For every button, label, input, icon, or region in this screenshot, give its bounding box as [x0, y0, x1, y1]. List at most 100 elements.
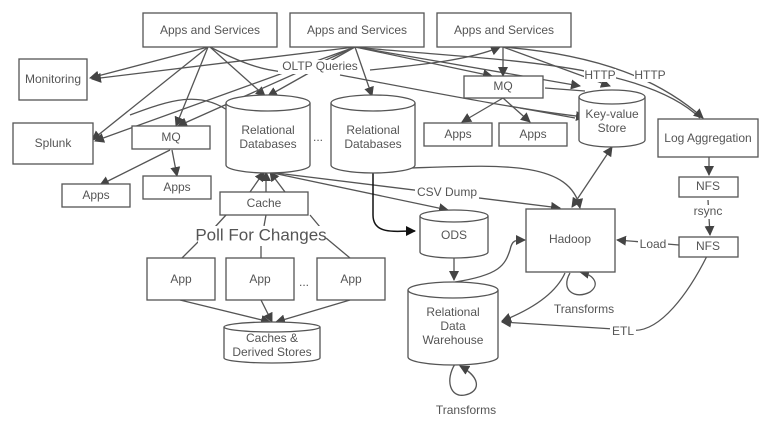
node-monitoring: Monitoring	[18, 58, 88, 101]
edge-hadoop-transforms	[566, 268, 596, 296]
node-ods: ODS	[419, 209, 489, 259]
node-label: ODS	[441, 228, 467, 242]
node-label-line-2: Derived Stores	[232, 345, 311, 359]
node-apps-services-3: Apps and Services	[436, 12, 572, 48]
label-etl: ETL	[612, 324, 634, 338]
edge-mq-as3	[369, 45, 501, 71]
node-label-line-1: Relational	[346, 123, 399, 137]
edge-app2-caches	[260, 299, 273, 323]
label-load: Load	[640, 237, 667, 251]
label-http-1: HTTP	[584, 68, 615, 82]
label-transforms-hadoop: Transforms	[554, 302, 614, 316]
node-apps-left-2: Apps	[142, 175, 212, 200]
node-label: App	[340, 272, 362, 286]
node-app-1: App	[146, 257, 216, 301]
edge-warehouse-transforms	[449, 363, 478, 396]
edge-apps-kv	[519, 107, 576, 119]
edge-mq-apps1	[99, 149, 171, 186]
node-label: NFS	[696, 239, 720, 253]
node-label: Apps and Services	[454, 23, 554, 37]
node-caches-derived-stores: Caches & Derived Stores	[223, 321, 321, 364]
node-apps-services-1: Apps and Services	[142, 12, 278, 48]
label-poll-for-changes: Poll For Changes	[195, 225, 326, 244]
node-label: App	[249, 272, 271, 286]
edge-reldb-ods	[267, 171, 449, 214]
node-apps-services-2: Apps and Services	[289, 12, 425, 48]
node-label: Apps and Services	[307, 23, 407, 37]
edge-warehouse-hadoop	[454, 235, 526, 283]
edge-app1-caches	[179, 299, 271, 325]
node-label-line-2: Databases	[344, 137, 401, 151]
node-label-line-2: Databases	[239, 137, 296, 151]
label-http-2: HTTP	[634, 68, 665, 82]
edge-mqr-apps1	[461, 97, 504, 123]
node-label: MQ	[493, 79, 512, 93]
edge-reldb2-ods	[372, 172, 416, 237]
node-relational-db-1: Relational Databases	[225, 94, 311, 174]
node-label: Log Aggregation	[664, 131, 751, 145]
node-label: Hadoop	[549, 232, 591, 246]
node-label: Apps	[519, 127, 546, 141]
node-relational-db-2: Relational Databases	[330, 94, 416, 174]
node-label: NFS	[696, 179, 720, 193]
edge-as1-monitoring	[89, 46, 209, 81]
node-nfs-1: NFS	[678, 176, 739, 198]
label-oltp-queries: OLTP Queries	[282, 59, 358, 73]
node-apps-right-2: Apps	[498, 122, 568, 147]
edge-as1-splunk	[91, 46, 209, 141]
db-ellipsis: ...	[313, 130, 323, 144]
node-mq-right: MQ	[463, 75, 544, 99]
edge-reldb-hadoop-csv	[267, 171, 561, 212]
node-hadoop: Hadoop	[525, 208, 616, 273]
edge-app3-caches	[275, 299, 351, 325]
node-label: Apps	[444, 127, 471, 141]
label-rsync: rsync	[694, 204, 723, 218]
edge-as2-mq-right	[354, 46, 493, 80]
node-app-2: App	[225, 257, 295, 301]
edge-cache-reldb-a	[249, 171, 265, 193]
node-label: Cache	[247, 196, 282, 210]
node-label: Apps	[82, 188, 109, 202]
edge-as1-reldb	[209, 46, 266, 97]
edge-poll-app3	[325, 237, 351, 259]
edge-poll-cache-b	[263, 214, 267, 227]
edge-as2-monitoring	[91, 46, 356, 83]
node-label-line-1: Key-value	[585, 107, 639, 121]
node-mq-left: MQ	[131, 125, 211, 150]
node-label: Apps and Services	[160, 23, 260, 37]
node-apps-left-1: Apps	[61, 183, 131, 208]
edge-poll-app1	[181, 239, 201, 259]
node-label-line-1: Caches &	[246, 331, 298, 345]
edge-cache-reldb-c	[269, 171, 286, 193]
edge-poll-cache-c	[309, 214, 321, 228]
edge-mqr-apps2	[502, 97, 531, 123]
node-key-value-store: Key-value Store	[578, 89, 646, 148]
node-label: Apps	[163, 180, 190, 194]
edge-kv-hadoop	[571, 146, 613, 208]
node-log-aggregation: Log Aggregation	[657, 118, 759, 158]
node-label-line-2: Store	[598, 121, 627, 135]
node-label: MQ	[161, 130, 180, 144]
edge-as2-log	[354, 46, 701, 119]
edge-labels: OLTP Queries HTTP HTTP CSV Dump Poll For…	[195, 59, 726, 417]
edge-mqr-kv	[544, 87, 586, 92]
edge-poll-cache-a	[214, 214, 227, 228]
node-cache: Cache	[219, 191, 309, 216]
node-label-line-2: Data	[440, 319, 466, 333]
edge-as2-reldb2	[354, 46, 374, 97]
node-relational-data-warehouse: Relational Data Warehouse	[407, 281, 499, 366]
node-nfs-2: NFS	[678, 236, 739, 258]
label-csv-dump: CSV Dump	[417, 185, 477, 199]
node-splunk: Splunk	[12, 122, 94, 165]
edge-as3-log	[502, 46, 704, 119]
edge-mqleft-splunk-curve	[129, 98, 231, 116]
label-transforms-warehouse: Transforms	[436, 403, 496, 417]
edge-oltp-kv	[339, 74, 586, 122]
node-app-3: App	[316, 257, 386, 301]
node-label: App	[170, 272, 192, 286]
edge-as1-mq	[174, 46, 209, 127]
node-apps-right-1: Apps	[423, 122, 493, 147]
edge-mq-apps2	[170, 149, 181, 177]
node-label-line-1: Relational	[241, 123, 294, 137]
